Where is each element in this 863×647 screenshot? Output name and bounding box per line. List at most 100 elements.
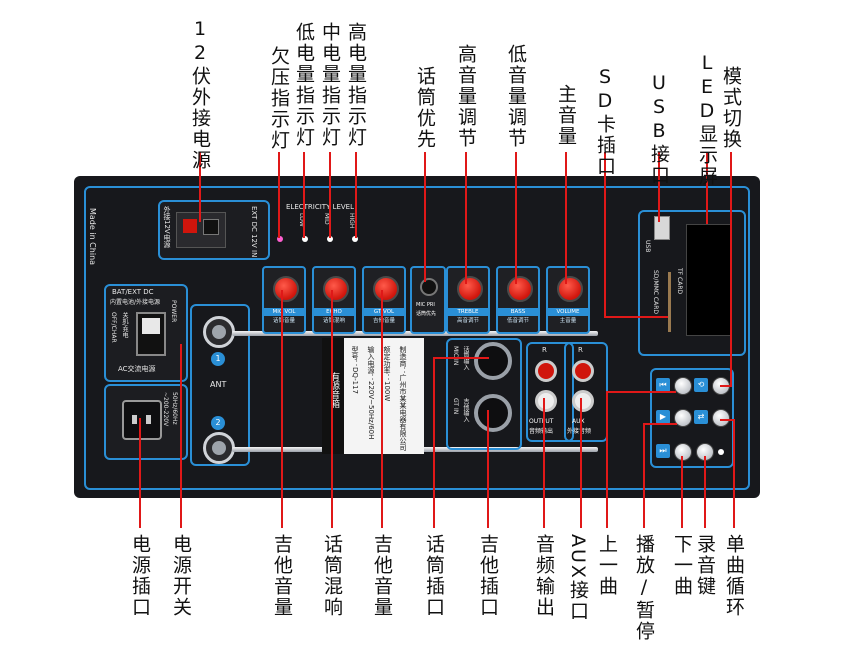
- label-low-battery: 低电量指示灯: [293, 22, 315, 148]
- sd-card-label: SD/MMC CARD: [652, 270, 659, 314]
- output-r-jack[interactable]: [535, 360, 557, 382]
- prev-button[interactable]: [674, 377, 692, 395]
- knob-volume-box: VOLUME 主音量: [546, 266, 590, 334]
- high-label: HIGH: [348, 213, 355, 229]
- knob-label-cn: 高音调节: [456, 318, 479, 324]
- gt-vol-knob[interactable]: [373, 276, 399, 302]
- tf-card-label: TF CARD: [676, 268, 683, 295]
- leader-line: [658, 152, 660, 222]
- volume-knob[interactable]: [557, 276, 583, 302]
- output-label: OUTPUT: [529, 418, 554, 425]
- antenna-2-badge: 2: [211, 416, 225, 430]
- mode-button[interactable]: [712, 409, 730, 427]
- knob-label-cn: 低音调节: [506, 318, 529, 324]
- knob-label: MIC VOL: [264, 308, 304, 316]
- leader-line: [381, 290, 383, 528]
- mid-label: MID: [323, 213, 330, 225]
- mic-pri-label: MIC PRI: [416, 302, 435, 308]
- label-main-volume: 主音量: [555, 84, 577, 147]
- label-mid-battery: 中电量指示灯: [319, 22, 341, 148]
- label-led-display: LED显示屏: [696, 52, 718, 187]
- bat-ext-cn-label: 内置电池/外接电源: [110, 299, 161, 306]
- led-display: [686, 224, 732, 336]
- mic-in-jack[interactable]: [474, 342, 512, 380]
- treble-knob[interactable]: [457, 276, 483, 302]
- aux-r-label: R: [578, 346, 583, 354]
- label-mic-priority: 话筒优先: [414, 66, 436, 150]
- knob-bass-box: BASS 低音调节: [496, 266, 540, 334]
- sd-card-slot[interactable]: [668, 272, 671, 332]
- leader-line: [643, 424, 645, 528]
- leader-line: [515, 152, 517, 284]
- label-gt-volume-1: 吉他音量: [271, 534, 293, 618]
- echo-knob[interactable]: [323, 276, 349, 302]
- nameplate-line: 额定功率：100W: [383, 346, 391, 402]
- antenna-terminal-2[interactable]: [203, 432, 235, 464]
- nameplate-line: 制造商：广州市某某电器有限公司: [399, 346, 407, 451]
- output-l-jack[interactable]: [535, 390, 557, 412]
- gt-in-label: GT IN: [452, 398, 459, 415]
- knob-echo-box: ECHO 话筒混响: [312, 266, 356, 334]
- leader-line: [604, 316, 668, 318]
- power-switch[interactable]: [136, 312, 166, 356]
- leader-line: [424, 152, 426, 282]
- play-pause-icon: ▶: [656, 410, 670, 424]
- label-undervoltage: 欠压指示灯: [268, 46, 290, 151]
- usb-port[interactable]: [654, 216, 670, 240]
- label-power-switch: 电源开关: [170, 534, 192, 618]
- knob-label-cn: 话筒音量: [272, 318, 295, 324]
- next-button[interactable]: [674, 443, 692, 461]
- leader-line: [730, 152, 732, 386]
- knob-label-cn: 话筒混响: [322, 318, 345, 324]
- positive-terminal-icon: [183, 219, 197, 233]
- low-led: [302, 236, 308, 242]
- leader-line: [720, 385, 732, 387]
- leader-line: [565, 152, 567, 284]
- mic-pri-box: MIC PRI 话筒优先: [410, 266, 446, 334]
- leader-line: [278, 152, 280, 238]
- antenna-terminal-1[interactable]: [203, 316, 235, 348]
- ant-label: ANT: [210, 380, 227, 389]
- record-dot-icon: [718, 449, 724, 455]
- gt-in-jack[interactable]: [474, 394, 512, 432]
- label-next: 下一曲: [671, 534, 693, 597]
- label-record: 录音键: [694, 534, 716, 597]
- leader-line: [331, 290, 333, 528]
- nameplate-line: 型号：DQ-117: [351, 346, 359, 394]
- leader-line: [720, 419, 735, 421]
- play-pause-button[interactable]: [674, 409, 692, 427]
- leader-line: [199, 152, 201, 222]
- leader-line: [355, 152, 357, 238]
- bass-knob[interactable]: [507, 276, 533, 302]
- leader-line: [139, 418, 141, 528]
- usb-label: USB: [644, 240, 651, 253]
- aux-l-jack[interactable]: [572, 390, 594, 412]
- leader-line: [733, 420, 735, 528]
- knob-label: BASS: [498, 308, 538, 316]
- aux-r-jack[interactable]: [572, 360, 594, 382]
- leader-line: [606, 391, 676, 393]
- voltage-label: ~200-220V: [162, 392, 169, 427]
- ext-dc-terminal[interactable]: [176, 212, 226, 248]
- nameplate-title: 有源音箱: [329, 372, 339, 408]
- leader-line: [487, 410, 489, 528]
- power-label: POWER: [170, 300, 177, 323]
- knob-label: TREBLE: [448, 308, 488, 316]
- leader-line: [706, 152, 708, 224]
- mic-pri-cn-label: 话筒优先: [416, 311, 437, 317]
- mic-pri-button[interactable]: [420, 278, 438, 296]
- aux-cn-label: 外接音频: [567, 428, 592, 435]
- antenna-1-badge: 1: [211, 352, 225, 366]
- label-audio-output: 音频输出: [533, 534, 555, 618]
- mic-vol-knob[interactable]: [273, 276, 299, 302]
- label-treble: 高音量调节: [455, 44, 477, 149]
- bat-ext-label: BAT/EXT DC: [112, 288, 154, 296]
- repeat-icon: ⟲: [694, 378, 708, 392]
- knob-label: VOLUME: [548, 308, 588, 316]
- leader-line: [681, 456, 683, 528]
- label-prev: 上一曲: [596, 534, 618, 597]
- ac-socket[interactable]: [122, 400, 162, 440]
- socket-pin-icon: [146, 415, 151, 424]
- off-char-label: OFF/CHAR: [110, 312, 117, 343]
